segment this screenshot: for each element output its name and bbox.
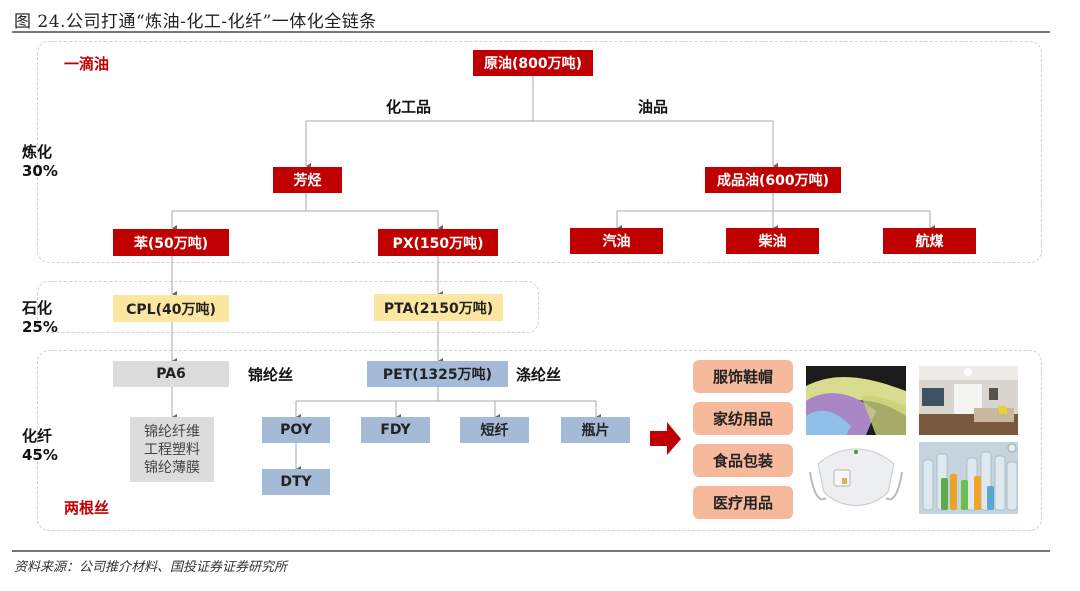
label-polyester-yarn: 涤纶丝 — [516, 366, 562, 384]
pa6-product-engineering-plastic: 工程塑料 — [144, 441, 200, 458]
label-nylon-yarn: 锦纶丝 — [248, 366, 294, 384]
node-poy: POY — [262, 417, 330, 443]
footer-rule — [12, 550, 1050, 552]
refining-label: 炼化 30% — [22, 143, 58, 181]
home-interior-photo — [919, 366, 1018, 435]
fiber-label: 化纤 45% — [22, 427, 58, 465]
refining-share: 30% — [22, 162, 58, 180]
node-jet-fuel: 航煤 — [883, 228, 976, 254]
node-fdy: FDY — [361, 417, 430, 443]
node-benzene: 苯(50万吨) — [113, 229, 229, 256]
category-chemicals: 化工品 — [386, 98, 432, 116]
node-pet: PET(1325万吨) — [367, 361, 508, 387]
pa6-product-nylon-film: 锦纶薄膜 — [144, 459, 200, 476]
node-pa6-products: 锦纶纤维 工程塑料 锦纶薄膜 — [130, 417, 214, 482]
node-gasoline: 汽油 — [570, 228, 663, 254]
source-note: 资料来源：公司推介材料、国投证券证券研究所 — [14, 560, 288, 575]
fiber-share: 45% — [22, 446, 58, 464]
node-dty: DTY — [262, 469, 330, 495]
node-crude-oil: 原油(800万吨) — [473, 50, 593, 76]
node-diesel: 柴油 — [726, 228, 819, 254]
tag-two-yarns: 两根丝 — [64, 499, 110, 517]
fiber-name: 化纤 — [22, 427, 53, 445]
application-food-packaging: 食品包装 — [693, 444, 793, 477]
node-staple-fiber: 短纤 — [460, 417, 529, 443]
petrochem-name: 石化 — [22, 299, 53, 317]
refining-panel — [37, 41, 1042, 263]
node-refined-oil: 成品油(600万吨) — [705, 167, 841, 193]
node-bottle-chip: 瓶片 — [561, 417, 630, 443]
node-pa6: PA6 — [113, 361, 229, 387]
node-px: PX(150万吨) — [378, 229, 498, 256]
face-mask-photo — [806, 442, 906, 514]
title-rule — [12, 31, 1050, 33]
category-oil-products: 油品 — [638, 98, 669, 116]
node-aromatics: 芳烃 — [273, 167, 342, 193]
pa6-product-nylon-fiber: 锦纶纤维 — [144, 423, 200, 440]
fabric-photo — [806, 366, 906, 435]
application-apparel: 服饰鞋帽 — [693, 360, 793, 393]
figure-title: 图 24.公司打通“炼油-化工-化纤”一体化全链条 — [14, 12, 377, 32]
petrochem-share: 25% — [22, 318, 58, 336]
petrochem-panel — [37, 281, 539, 333]
plastic-bottles-photo — [919, 442, 1018, 514]
red-arrow-icon — [650, 422, 681, 455]
node-cpl: CPL(40万吨) — [113, 295, 229, 322]
refining-name: 炼化 — [22, 143, 53, 161]
fiber-panel — [37, 350, 1042, 531]
node-pta: PTA(2150万吨) — [374, 294, 503, 321]
tag-one-drop-oil: 一滴油 — [64, 55, 110, 73]
application-home-textile: 家纺用品 — [693, 402, 793, 435]
petrochem-label: 石化 25% — [22, 299, 58, 337]
application-medical: 医疗用品 — [693, 486, 793, 519]
